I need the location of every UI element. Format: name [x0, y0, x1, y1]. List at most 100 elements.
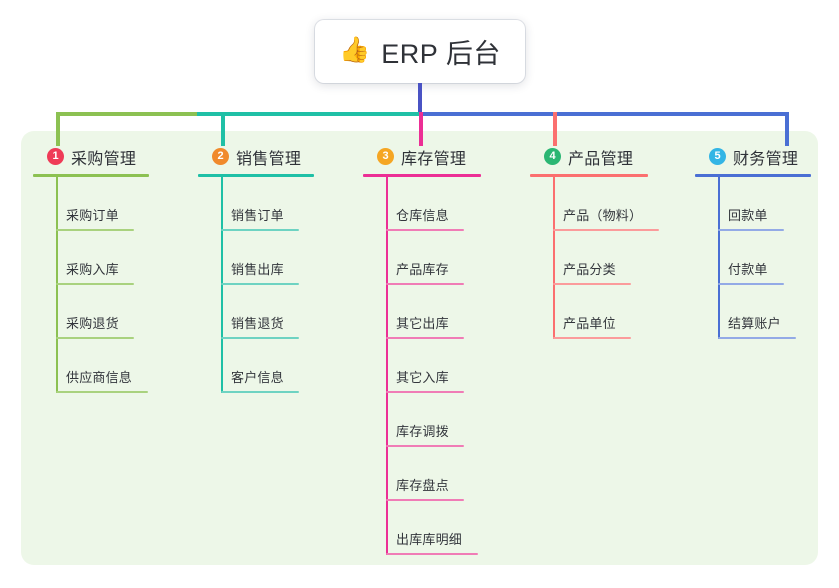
leaf-label: 出库库明细 [396, 532, 463, 547]
branch-header-2[interactable]: 2 销售管理 [198, 145, 348, 168]
leaf-item[interactable]: 销售出库 [198, 231, 348, 285]
root-node-title: ERP 后台 [381, 39, 501, 69]
leaf-rule [221, 391, 299, 393]
leaf-label: 产品（物料） [563, 208, 643, 223]
leaf-rule [718, 283, 784, 285]
leaf-rule [386, 391, 464, 393]
branch-title: 库存管理 [401, 150, 467, 168]
branch-header-rule [363, 174, 481, 177]
leaf-label: 仓库信息 [396, 208, 449, 223]
branch-title: 销售管理 [236, 150, 302, 168]
leaf-label: 库存调拨 [396, 424, 449, 439]
leaf-item[interactable]: 其它出库 [363, 285, 515, 339]
branch-number-badge: 4 [544, 148, 561, 165]
branch-header-rule [695, 174, 811, 177]
diagram-panel-background [21, 131, 818, 565]
bus-segment-3 [419, 112, 787, 116]
drop-connector-4 [553, 112, 557, 146]
branch-title: 采购管理 [71, 150, 137, 168]
leaf-item[interactable]: 回款单 [695, 177, 823, 231]
leaf-rule [386, 553, 478, 555]
branch-header-5[interactable]: 5 财务管理 [695, 145, 823, 168]
branch-column-5: 5 财务管理回款单付款单结算账户 [695, 145, 823, 339]
branch-header-1[interactable]: 1 采购管理 [33, 145, 183, 168]
branch-column-2: 2 销售管理销售订单销售出库销售退货客户信息 [198, 145, 348, 393]
drop-connector-1 [56, 112, 60, 146]
leaf-rule [56, 391, 148, 393]
leaf-rule [718, 229, 784, 231]
branch-spine [553, 177, 555, 339]
branch-number-badge: 1 [47, 148, 64, 165]
leaf-label: 销售退货 [231, 316, 284, 331]
leaf-item[interactable]: 采购订单 [33, 177, 183, 231]
thumbs-up-icon: 👍 [339, 36, 371, 64]
leaf-rule [553, 283, 631, 285]
leaf-item[interactable]: 库存盘点 [363, 447, 515, 501]
branch-spine [56, 177, 58, 393]
leaf-rule [386, 445, 464, 447]
branch-spine [221, 177, 223, 393]
branch-spine [718, 177, 720, 339]
branch-leaf-list: 产品（物料） 产品分类产品单位 [530, 177, 682, 339]
branch-leaf-list: 回款单付款单结算账户 [695, 177, 823, 339]
leaf-label: 客户信息 [231, 370, 284, 385]
leaf-item[interactable]: 付款单 [695, 231, 823, 285]
bus-segment-1 [56, 112, 197, 116]
bus-segment-2 [197, 112, 419, 116]
leaf-label: 采购入库 [66, 262, 119, 277]
leaf-item[interactable]: 仓库信息 [363, 177, 515, 231]
root-node-content: 👍 ERP 后台 [339, 32, 501, 71]
root-stem-connector [418, 83, 422, 113]
leaf-label: 回款单 [728, 208, 768, 223]
leaf-rule [221, 337, 299, 339]
leaf-item[interactable]: 结算账户 [695, 285, 823, 339]
drop-connector-3 [419, 112, 423, 146]
root-node-card[interactable]: 👍 ERP 后台 [315, 20, 525, 83]
leaf-rule [56, 337, 134, 339]
branch-leaf-list: 仓库信息产品库存其它出库其它入库库存调拨库存盘点出库库明细 [363, 177, 515, 555]
leaf-label: 其它出库 [396, 316, 449, 331]
leaf-rule [718, 337, 796, 339]
drop-connector-5 [785, 112, 789, 146]
leaf-item[interactable]: 销售退货 [198, 285, 348, 339]
branch-title: 财务管理 [733, 150, 799, 168]
leaf-rule [386, 229, 464, 231]
branch-header-3[interactable]: 3 库存管理 [363, 145, 515, 168]
leaf-label: 采购订单 [66, 208, 119, 223]
leaf-rule [56, 283, 134, 285]
leaf-label: 销售出库 [231, 262, 284, 277]
leaf-rule [56, 229, 134, 231]
leaf-label: 供应商信息 [66, 370, 133, 385]
branch-spine [386, 177, 388, 555]
leaf-item[interactable]: 出库库明细 [363, 501, 515, 555]
leaf-item[interactable]: 产品库存 [363, 231, 515, 285]
leaf-item[interactable]: 销售订单 [198, 177, 348, 231]
drop-connector-2 [221, 112, 225, 146]
branch-number-badge: 3 [377, 148, 394, 165]
leaf-rule [221, 283, 299, 285]
leaf-label: 结算账户 [728, 316, 781, 331]
leaf-label: 产品单位 [563, 316, 616, 331]
branch-column-1: 1 采购管理采购订单采购入库采购退货供应商信息 [33, 145, 183, 393]
leaf-item[interactable]: 采购入库 [33, 231, 183, 285]
leaf-item[interactable]: 产品单位 [530, 285, 682, 339]
leaf-rule [221, 229, 299, 231]
leaf-item[interactable]: 供应商信息 [33, 339, 183, 393]
branch-number-badge: 2 [212, 148, 229, 165]
leaf-item[interactable]: 采购退货 [33, 285, 183, 339]
leaf-rule [386, 499, 464, 501]
branch-number-badge: 5 [709, 148, 726, 165]
branch-header-rule [530, 174, 648, 177]
leaf-label: 产品库存 [396, 262, 449, 277]
leaf-label: 销售订单 [231, 208, 284, 223]
leaf-item[interactable]: 产品分类 [530, 231, 682, 285]
leaf-item[interactable]: 产品（物料） [530, 177, 682, 231]
leaf-label: 付款单 [728, 262, 768, 277]
leaf-item[interactable]: 库存调拨 [363, 393, 515, 447]
leaf-rule [386, 283, 464, 285]
leaf-item[interactable]: 其它入库 [363, 339, 515, 393]
leaf-item[interactable]: 客户信息 [198, 339, 348, 393]
